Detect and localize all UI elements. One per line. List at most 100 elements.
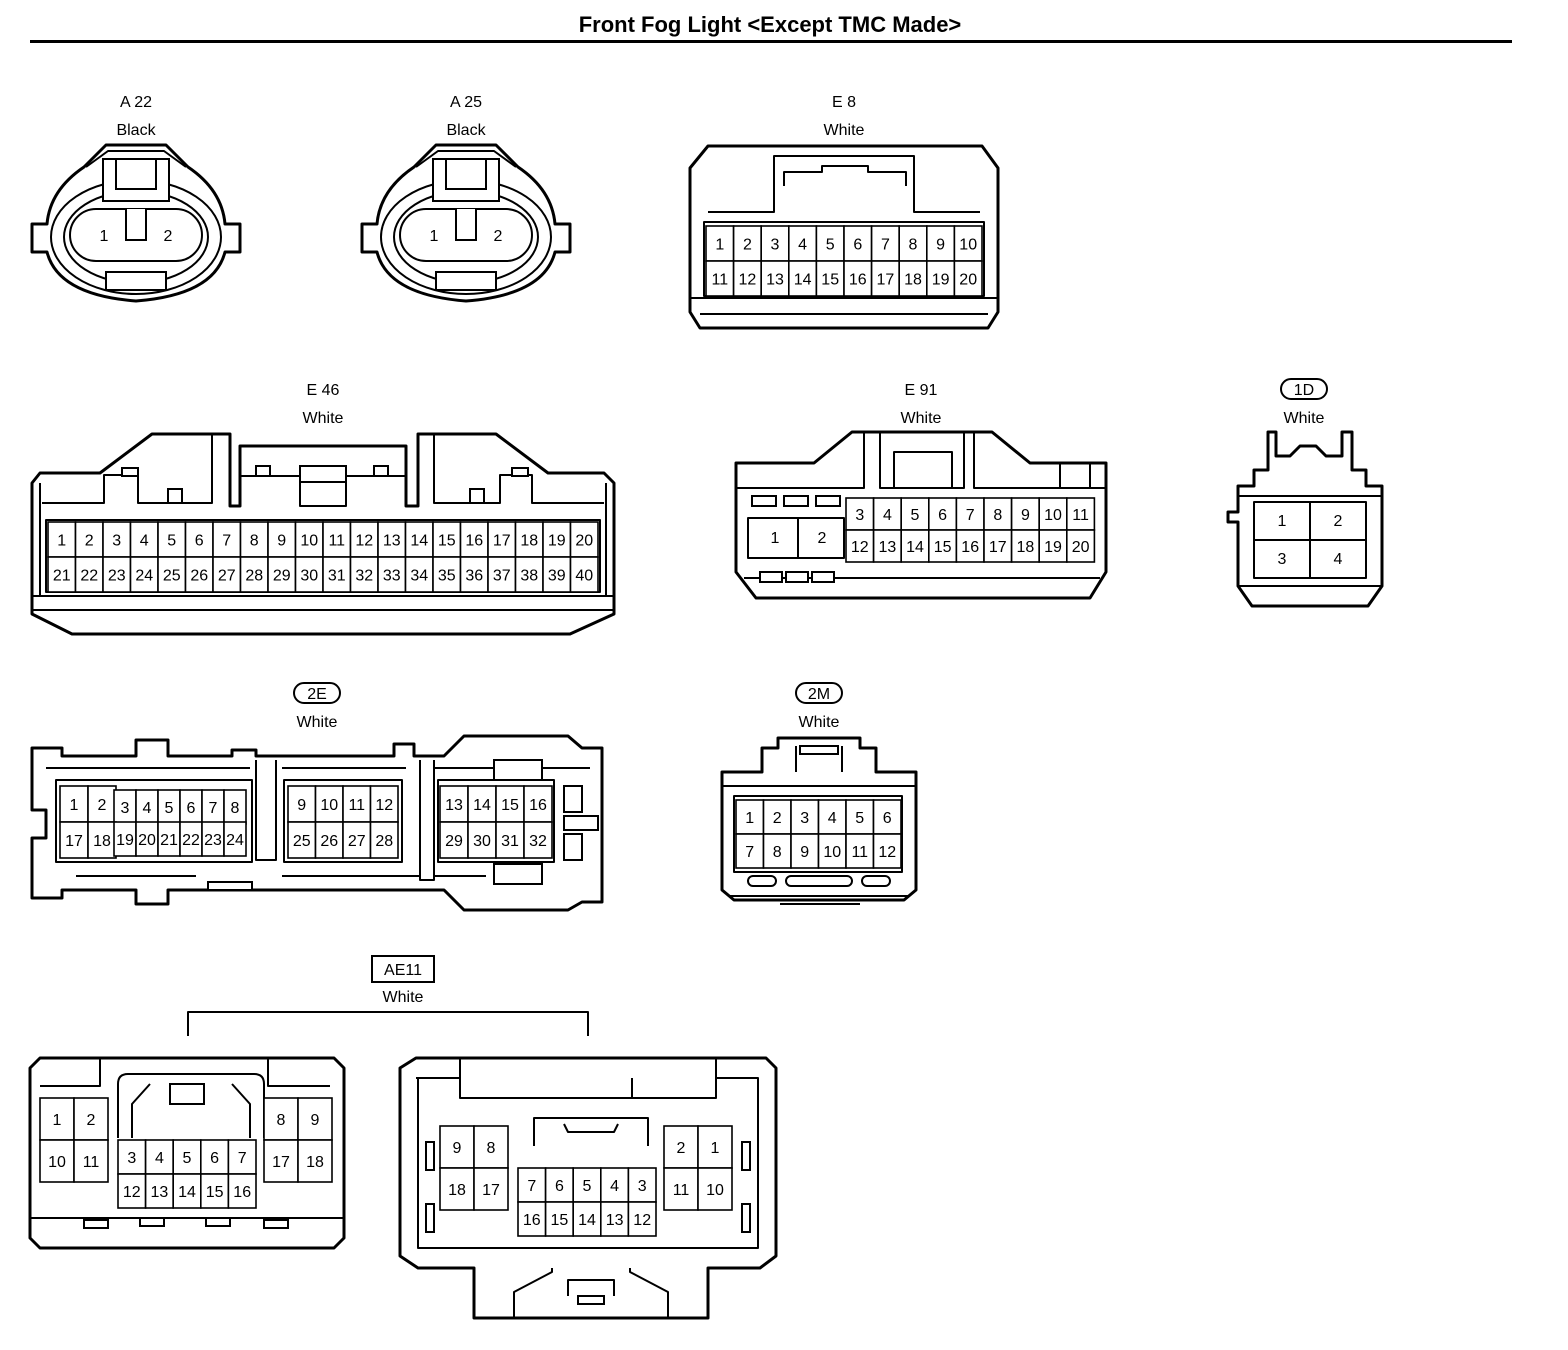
pin-e46-pin: 36 (465, 568, 483, 585)
pin-2e-pin: 2 (98, 797, 107, 814)
pin-e46-pin: 8 (250, 533, 259, 550)
pin-e8-cell (843, 260, 873, 297)
pin-ae11-pin: 15 (551, 1212, 569, 1229)
pin-e46-pin: 2 (85, 533, 94, 550)
pin-e91-cell (927, 497, 958, 531)
pin-2m-pin: 7 (745, 844, 754, 861)
pin-e91-cell (872, 529, 902, 563)
pin-e46-pin: 20 (575, 533, 593, 550)
pin-e91-cell (1010, 497, 1040, 531)
pin-a25-2: 2 (494, 228, 503, 245)
pin-2e-cell (467, 785, 497, 823)
pin-e46-cell (432, 521, 462, 558)
pin-ae11-pin: 13 (606, 1212, 624, 1229)
pin-ae11-cell (697, 1167, 733, 1211)
connector-a25: A 25 Black 1 2 (360, 94, 572, 303)
pin-1d-4: 4 (1334, 551, 1343, 568)
pin-e91-pin: 3 (855, 507, 864, 524)
pin-ae11-cell (627, 1167, 657, 1203)
pin-2e-pin: 26 (320, 833, 338, 850)
connector-color-1d: White (1284, 410, 1325, 427)
pin-e91-pin: 7 (966, 507, 975, 524)
pin-ae11-pin: 10 (706, 1182, 724, 1199)
pin-ae11-pin: 12 (633, 1212, 651, 1229)
pin-e91-cell (927, 529, 958, 563)
pin-ae11-pin: 6 (210, 1150, 219, 1167)
pin-e46-pin: 22 (80, 568, 98, 585)
pin-ae11-pin: 8 (277, 1112, 286, 1129)
pin-e91-cell (900, 497, 930, 531)
pin-a25-1: 1 (430, 228, 439, 245)
pin-2e-pin: 23 (204, 832, 222, 849)
connector-label-1d: 1D (1294, 382, 1314, 399)
pin-e8-cell (732, 260, 762, 297)
pin-e46-cell (74, 556, 104, 593)
pin-e8-cell (787, 225, 818, 262)
pin-ae11-pin: 2 (87, 1112, 96, 1129)
pin-e8-pin: 18 (904, 272, 922, 289)
pin-e91-pin: 16 (961, 539, 979, 556)
pin-ae11-cell (263, 1139, 299, 1183)
pin-e46-pin: 1 (57, 533, 66, 550)
pin-a22-1: 1 (100, 228, 109, 245)
pin-2e-cell (369, 785, 399, 823)
pin-2e-pin: 19 (116, 832, 134, 849)
pin-e46-pin: 5 (167, 533, 176, 550)
pin-2e-cell (59, 821, 89, 859)
pin-2e-pin: 1 (70, 797, 79, 814)
connector-ae11: AE11 White (28, 955, 778, 1320)
pin-ae11-cell (200, 1139, 230, 1175)
pin-e46-pin: 7 (222, 533, 231, 550)
pin-e46-pin: 26 (190, 568, 208, 585)
connector-label-2m: 2M (808, 686, 830, 703)
pin-ae11-pin: 15 (206, 1184, 224, 1201)
pin-e46-cell (322, 556, 352, 593)
pin-e46-pin: 35 (438, 568, 456, 585)
pin-ae11-cell (227, 1139, 257, 1175)
connector-label-e46: E 46 (307, 382, 340, 399)
connector-label-e91: E 91 (905, 382, 938, 399)
pin-e8-pin: 3 (771, 237, 780, 254)
pin-e46-pin: 6 (195, 533, 204, 550)
pin-e46-pin: 17 (493, 533, 511, 550)
pin-e46-pin: 13 (383, 533, 401, 550)
pin-e46-pin: 23 (108, 568, 126, 585)
pin-e46-pin: 11 (328, 533, 345, 550)
title-rule (30, 40, 1512, 43)
pin-ae11-pin: 3 (638, 1178, 647, 1195)
pin-ae11-pin: 18 (448, 1182, 466, 1199)
pin-e46-pin: 3 (112, 533, 121, 550)
pin-2m-cell (845, 799, 875, 835)
pin-ae11-pin: 2 (677, 1140, 686, 1157)
pin-e91-pin: 4 (883, 507, 892, 524)
connector-badge-2m (795, 682, 843, 704)
pin-ae11-pin: 4 (610, 1178, 619, 1195)
pin-e46-pin: 19 (548, 533, 566, 550)
pin-e91-cell (1066, 497, 1096, 531)
pin-e8-pin: 12 (739, 272, 757, 289)
ae11-bracket (187, 1011, 589, 1036)
pin-2e-pin: 5 (165, 800, 174, 817)
pin-e46-pin: 32 (355, 568, 373, 585)
pin-e46-pin: 30 (300, 568, 318, 585)
pin-2e-pin: 16 (529, 797, 547, 814)
pin-2m-pin: 6 (883, 810, 892, 827)
pin-2e-pin: 9 (297, 797, 306, 814)
pin-ae11-pin: 12 (123, 1184, 141, 1201)
pin-ae11-pin: 5 (583, 1178, 592, 1195)
connector-badge-2e (293, 682, 341, 704)
pin-e8-pin: 6 (853, 237, 862, 254)
pin-2e-pin: 7 (209, 800, 218, 817)
pin-ae11-cell (439, 1167, 475, 1211)
pin-ae11-pin: 9 (453, 1140, 462, 1157)
pin-e46-cell (294, 556, 324, 593)
pin-ae11-pin: 6 (555, 1178, 564, 1195)
pin-e91-pin: 13 (879, 539, 897, 556)
pin-e8-cell (870, 225, 900, 262)
pin-e46-cell (47, 556, 77, 593)
pin-e46-pin: 39 (548, 568, 566, 585)
